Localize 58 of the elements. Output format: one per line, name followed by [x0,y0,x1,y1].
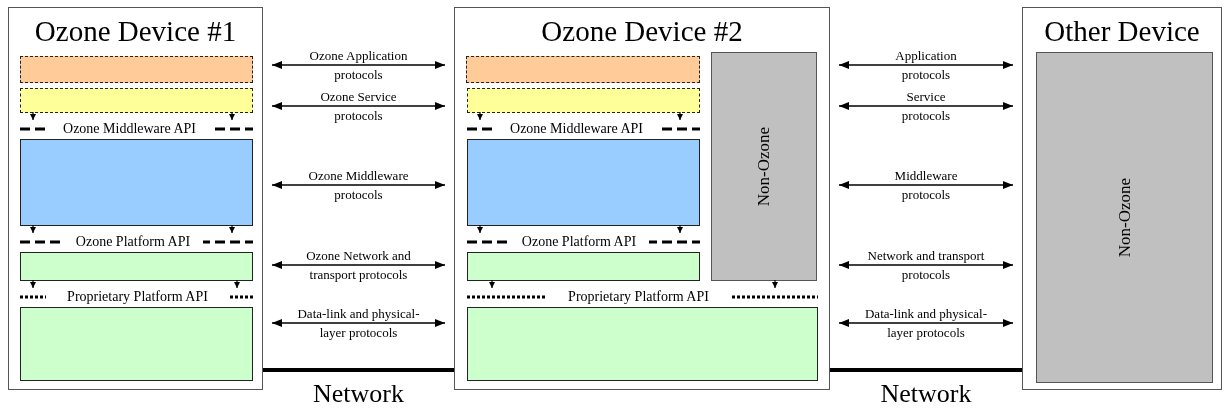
edge-label: Ozone Network and transport protocols [305,247,412,284]
layer-box [20,252,253,281]
device-title: Ozone Device #1 [33,14,238,48]
device-box [8,7,263,390]
api-band [20,289,253,305]
protocol-arrow [838,181,1014,189]
arrow [30,111,36,121]
layer-box [467,252,700,281]
arrow [234,279,240,289]
edge-label: Application protocols [894,47,958,84]
edge-label: Middleware protocols [893,167,959,204]
layer-box [467,139,700,226]
protocol-arrow [271,61,446,69]
protocol-arrow [271,102,446,110]
arrow [30,279,36,289]
protocol-arrow [838,319,1014,327]
edge-label: Network and transport protocols [866,247,986,284]
protocol-arrow [271,261,446,269]
network-label: Network [312,380,405,408]
non-ozone-box: Non-Ozone [1036,52,1213,383]
arrow [677,111,683,121]
network-label: Network [879,380,973,408]
arrow [229,224,235,234]
layer-box [20,139,253,226]
layer-box [20,307,253,381]
arrow [477,111,483,121]
layer-box [20,88,253,113]
network-line [830,368,1022,372]
arrow [229,111,235,121]
edge-label: Ozone Middleware protocols [307,167,410,204]
layer-box [20,56,253,83]
device-title: Other Device [1043,14,1201,48]
api-band [467,289,818,305]
arrow [677,224,683,234]
network-line [263,368,454,372]
device-title: Ozone Device #2 [540,14,744,48]
non-ozone-box: Non-Ozone [711,52,817,281]
arrow [477,224,483,234]
layer-box [467,88,700,113]
arrow [30,224,36,234]
layer-box [467,307,818,381]
edge-label: Service protocols [900,88,952,125]
edge-label: Data-link and physical-layer protocols [864,305,988,342]
protocol-arrow [271,181,446,189]
arrow [489,279,495,289]
device-box [454,7,830,390]
edge-label: Ozone Service protocols [319,88,398,125]
arrow [772,279,778,289]
protocol-arrow [271,319,446,327]
protocol-arrow [838,102,1014,110]
protocol-arrow [838,61,1014,69]
protocol-arrow [838,261,1014,269]
edge-label: Ozone Application protocols [308,47,409,84]
api-label: Proprietary Platform API [547,289,730,305]
layer-box [466,56,700,83]
edge-label: Data-link and physical-layer protocols [296,305,421,342]
api-label: Proprietary Platform API [46,289,229,305]
device-box [1022,7,1222,390]
